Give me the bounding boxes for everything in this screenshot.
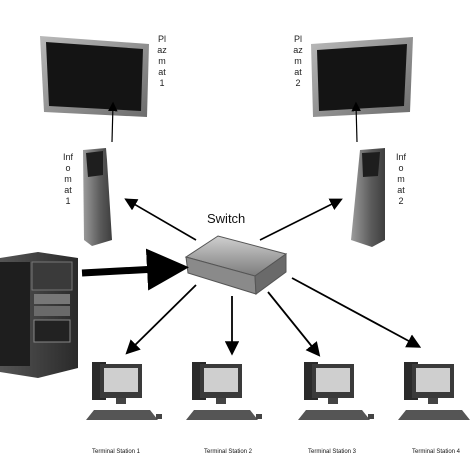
- network-switch: [184, 235, 288, 295]
- arrow-switch-to-terminal1: [125, 284, 197, 355]
- terminal-station-2-graphic: [186, 362, 262, 420]
- terminal-station-4-caption: Terminal Station 4: [412, 449, 461, 455]
- terminal-station-1-caption: Terminal Station 1: [92, 449, 141, 455]
- terminal-station-2-caption: Terminal Station 2: [204, 449, 253, 455]
- plazmat2-label: Plazmat2: [293, 34, 303, 88]
- arrow-switch-to-terminal4: [291, 277, 422, 348]
- arrow-switch-to-infomat1: [124, 198, 197, 241]
- arrow-server-to-switch: [81, 248, 189, 291]
- arrow-switch-to-infomat2: [259, 198, 343, 241]
- infomat2-label: Infomat2: [395, 152, 406, 206]
- terminal-station-4-graphic: [398, 362, 470, 420]
- switch-label: Switch: [207, 211, 246, 226]
- arrow-infomat2-to-plazmat2: [351, 101, 361, 143]
- arrow-switch-to-terminal3: [267, 291, 321, 357]
- connection-arrows: [81, 101, 422, 357]
- plasma-display-1: [40, 36, 149, 117]
- terminal-station-3-graphic: [298, 362, 374, 420]
- terminal-station-3-caption: Terminal Station 3: [308, 449, 357, 455]
- server-tower: [0, 252, 78, 378]
- infomat-kiosk-2: [351, 148, 385, 247]
- plasma-display-2: [311, 37, 413, 117]
- arrow-infomat1-to-plazmat1: [108, 101, 118, 143]
- infomat1-label: Infomat1: [62, 152, 73, 206]
- terminal-station-1-graphic: [86, 362, 162, 420]
- plazmat1-label: Plazmat1: [157, 34, 167, 88]
- infomat-kiosk-1: [83, 148, 112, 246]
